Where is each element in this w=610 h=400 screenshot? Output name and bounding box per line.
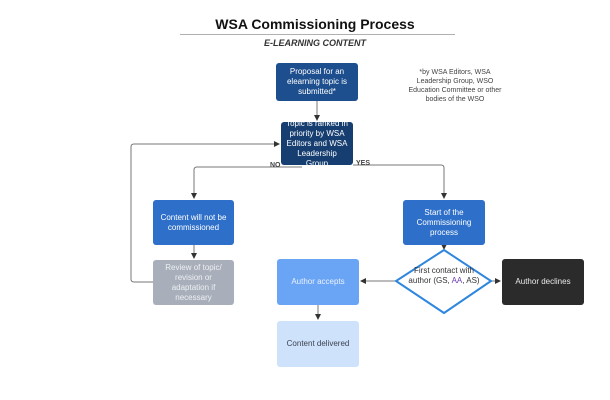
footnote: *by WSA Editors, WSA Leadership Group, W…: [408, 69, 502, 103]
page-title: WSA Commissioning Process: [215, 16, 415, 32]
node-review: Review of topic/ revision or adaptation …: [153, 260, 234, 305]
edge-label-no: NO: [270, 162, 281, 169]
title-divider: [180, 34, 455, 35]
node-start-commissioning: Start of the Commissioning process: [403, 200, 485, 245]
first-contact-prefix: First contact with author (GS,: [408, 266, 474, 285]
node-author-declines: Author declines: [502, 259, 584, 305]
node-author-accepts: Author accepts: [277, 259, 359, 305]
edge-review-loop: [130, 141, 280, 283]
edge-ranked-yes: [353, 164, 447, 199]
edge-ranked-no: [191, 166, 302, 199]
node-content-delivered: Content delivered: [277, 321, 359, 367]
node-proposal: Proposal for an elearning topic is submi…: [276, 63, 358, 101]
edge-label-yes: YES: [356, 160, 371, 167]
page-subtitle: E-LEARNING CONTENT: [264, 38, 366, 48]
decision-diamond: [394, 248, 493, 315]
first-contact-highlight: AA: [451, 276, 463, 285]
node-ranked: Topic is ranked in priority by WSA Edito…: [281, 119, 353, 168]
node-not-commissioned: Content will not be commissioned: [153, 200, 234, 245]
first-contact-suffix: , AS): [462, 276, 480, 285]
node-first-contact: First contact with author (GS, AA, AS): [404, 266, 484, 286]
